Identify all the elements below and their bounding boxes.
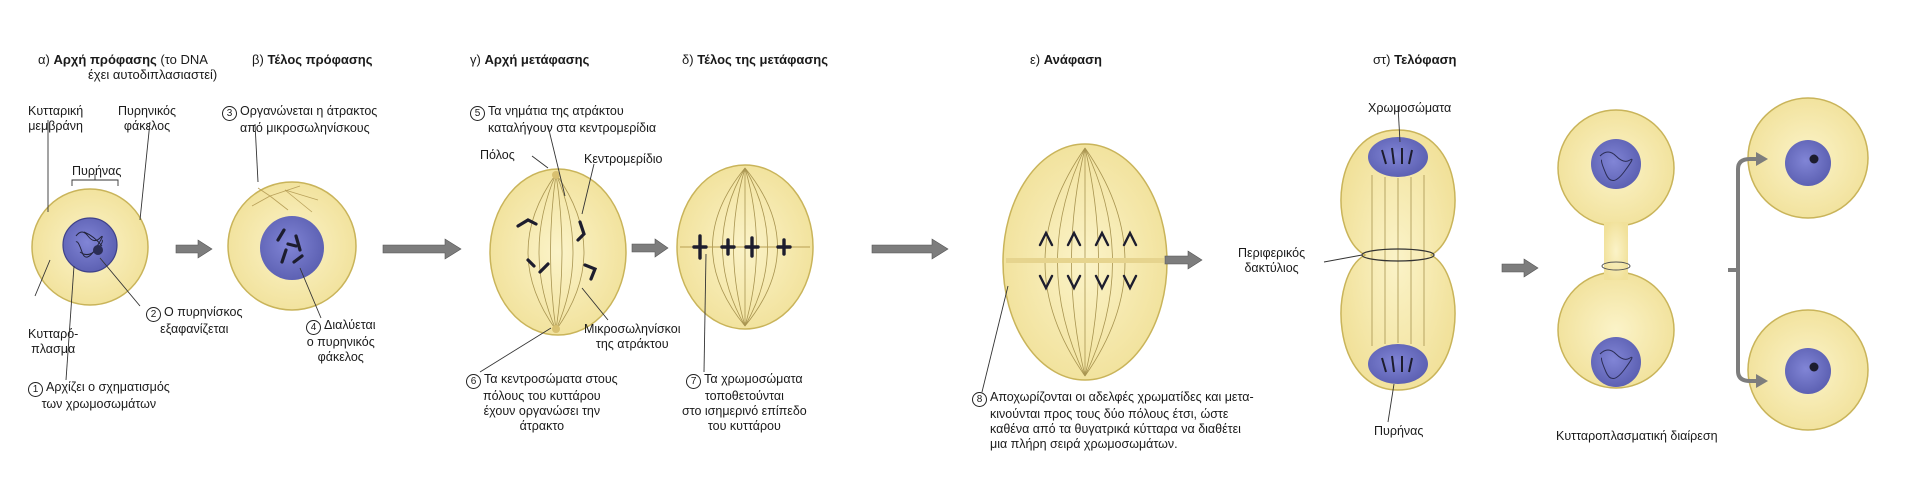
chromatids-top: [1038, 230, 1138, 247]
label-chromosomes: Χρωμοσώματα: [1368, 101, 1452, 115]
spindle-fibers: [527, 173, 585, 331]
leader-lines: [34, 105, 1401, 423]
stage-arrows: [175, 238, 1539, 278]
arrow-icon: [631, 238, 669, 258]
cell-early-prophase: [31, 188, 149, 306]
cell-anaphase: [1002, 143, 1168, 381]
label-nucleus: Πυρήνας: [72, 164, 122, 178]
cell-telophase: [1340, 129, 1456, 391]
stage-a-title: α) Αρχή πρόφασης (το DNA: [38, 52, 208, 67]
chromosomes: [692, 234, 792, 260]
arrow-icon: [1164, 250, 1203, 270]
arrow-icon: [175, 239, 213, 259]
label-centromere: Κεντρομερίδιο: [584, 152, 663, 166]
cell-late-prophase: [227, 181, 357, 311]
stage-e-title: ε) Ανάφαση: [1030, 52, 1103, 67]
arrow-icon: [1501, 258, 1539, 278]
daughter-cells: [1747, 97, 1869, 431]
stage-a-note: έχει αυτοδιπλασιαστεί): [88, 67, 218, 82]
chromatids-bottom: [1038, 274, 1138, 291]
label-cytoplasm: Κυτταρό-πλασμα: [28, 327, 79, 356]
label-cytokinesis: Κυτταροπλασματική διαίρεση: [1556, 429, 1718, 443]
cell-late-metaphase: [676, 164, 814, 330]
stage-c-title: γ) Αρχή μετάφασης: [470, 52, 590, 67]
arrow-icon: [382, 238, 462, 260]
label-pole: Πόλος: [480, 148, 515, 162]
cells-cytokinesis: [1557, 109, 1675, 389]
stage-f-title: στ) Τελόφαση: [1373, 52, 1457, 67]
stage-b-title: β) Τέλος πρόφασης: [252, 52, 373, 67]
cell-early-metaphase: [489, 168, 627, 336]
nucleolus: [93, 245, 103, 255]
chromosomes: [516, 218, 598, 281]
stage-d-title: δ) Τέλος της μετάφασης: [682, 52, 828, 67]
label-nucleus-telophase: Πυρήνας: [1374, 424, 1424, 438]
aster: [251, 185, 319, 213]
bracket-fork-icon: [1728, 152, 1768, 388]
arrow-icon: [871, 238, 949, 260]
chromosomes: [276, 228, 304, 264]
